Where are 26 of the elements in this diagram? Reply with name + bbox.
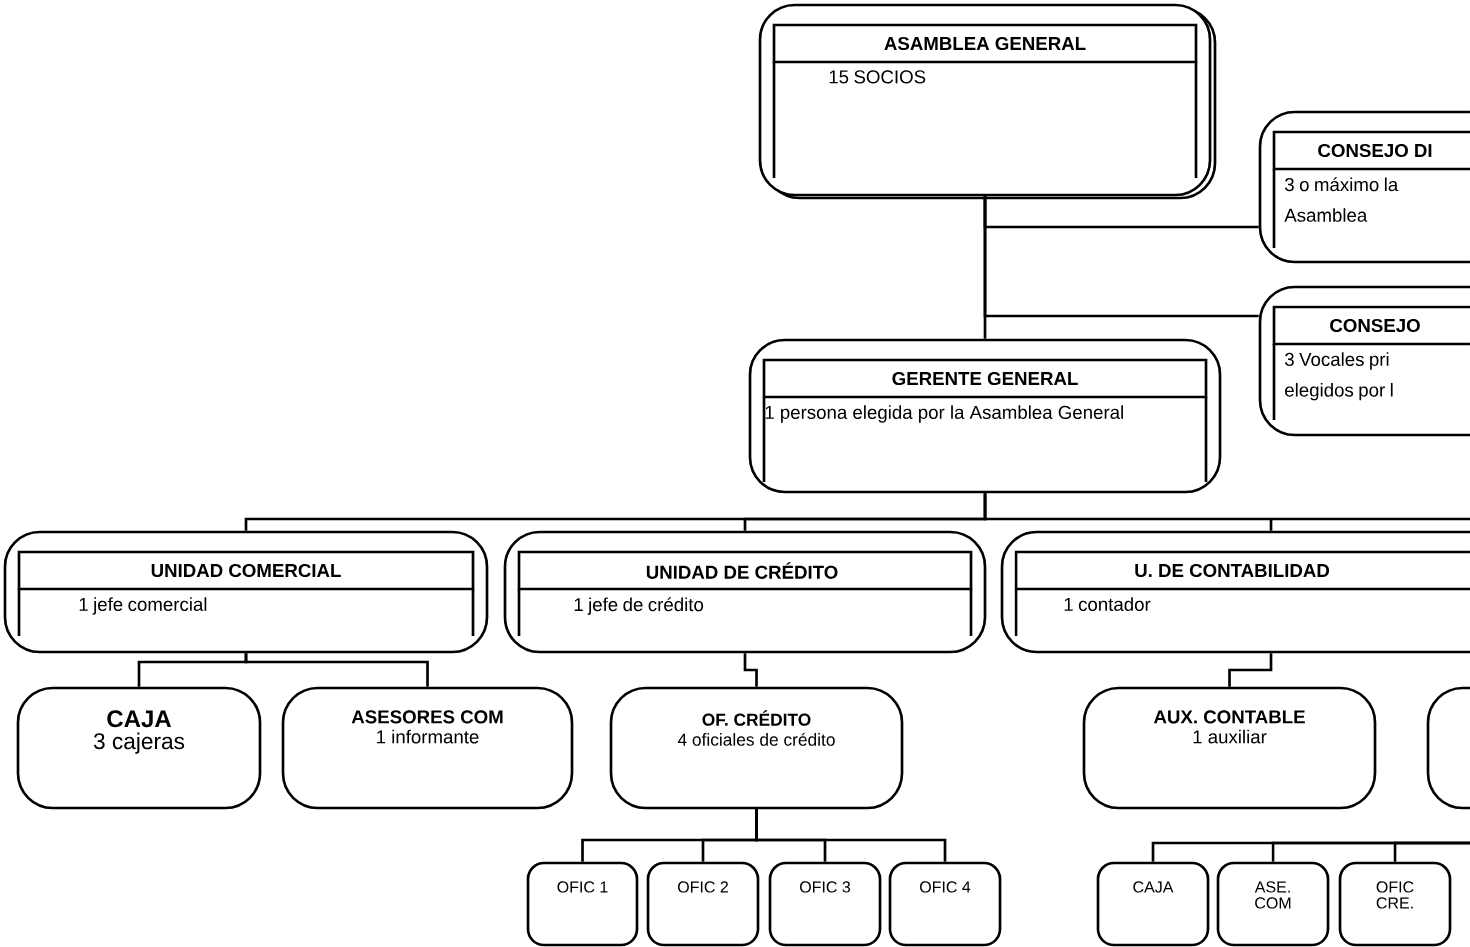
org-box: GERENTE GENERAL 1 persona elegida por la Asamblea General (748, 338, 1222, 494)
org-box: ASE. COM (1216, 861, 1330, 947)
org-box: OFIC 1 (526, 861, 639, 947)
org-box: AUX. CONTABLE 1 auxiliar (1082, 686, 1377, 810)
org-box: OFIC CRE. (1338, 861, 1452, 947)
connector-line (1228, 653, 1273, 687)
org-box: CONSEJO 3 Vocales pri elegidos por l (1258, 285, 1470, 437)
connector-line (743, 653, 758, 687)
connector-line (983, 492, 1470, 532)
org-box: OFIC 2 (646, 861, 760, 947)
connector-line (244, 653, 429, 687)
org-box: ASAMBLEA GENERAL 15 SOCIOS (758, 3, 1217, 200)
org-box: CAJA (1096, 861, 1210, 947)
org-box: CONSEJO DI 3 o máximo la Asamblea (1258, 110, 1470, 264)
org-box: OFIC 4 (888, 861, 1002, 947)
org-box: U. DE CONTABILIDAD 1 contador (1000, 530, 1470, 654)
org-box: UNIDAD COMERCIAL 1 jefe comercial (3, 530, 489, 654)
org-box (1426, 686, 1470, 810)
org-box: ASESORES COM 1 informante (281, 686, 574, 810)
org-box: OF. CRÉDITO 4 oficiales de crédito (609, 686, 904, 810)
connector-line (983, 196, 987, 339)
connector-line (1393, 841, 1470, 862)
org-box: OFIC 3 (768, 861, 882, 947)
org-box: UNIDAD DE CRÉDITO 1 jefe de crédito (503, 530, 987, 654)
org-box: CAJA 3 cajeras (16, 686, 262, 810)
connector-line (755, 809, 947, 862)
